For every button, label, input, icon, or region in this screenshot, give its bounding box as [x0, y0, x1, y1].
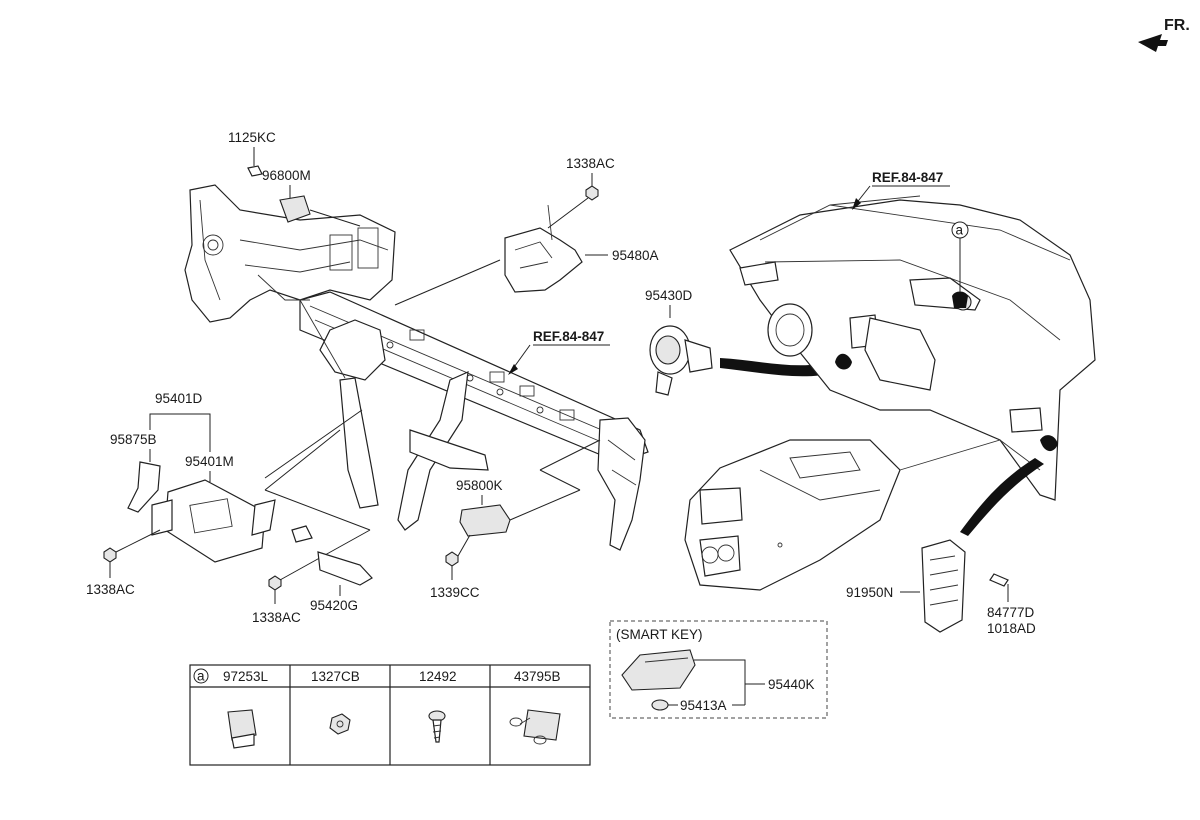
label-95430D: 95430D	[645, 288, 693, 303]
screw-icon	[989, 573, 1009, 587]
nut-icon	[585, 185, 599, 201]
front-label: FR.	[1164, 17, 1190, 34]
ref-label-center: REF.84-847	[533, 329, 604, 344]
screw-icon	[428, 710, 446, 743]
cap-icon	[227, 709, 257, 749]
clip-nut-icon	[329, 713, 351, 735]
legend-col-2: 1327CB	[311, 669, 360, 684]
cowl-cross-bar-assembly	[184, 184, 649, 551]
part-96800M[interactable]: 96800M	[262, 168, 361, 227]
smart-key-frame	[609, 620, 828, 719]
junction-box-icon	[921, 539, 966, 633]
part-1338AC-mid[interactable]: 1338AC	[252, 575, 301, 625]
legend-col-1: 97253L	[223, 669, 269, 684]
bracket-unit-icon	[504, 227, 583, 293]
bracket-icon	[127, 461, 161, 513]
part-95401M[interactable]: 95401M	[151, 454, 276, 563]
part-95800K[interactable]: 95800K	[456, 439, 601, 537]
label-95401M: 95401M	[185, 454, 234, 469]
part-1339CC[interactable]: 1339CC	[430, 534, 480, 600]
label-1018AD: 1018AD	[987, 621, 1036, 636]
smart-key-group[interactable]: (SMART KEY) 95440K 95413A	[609, 620, 828, 719]
part-95480A[interactable]: 95480A	[394, 204, 659, 306]
nut-icon	[103, 547, 117, 563]
legend-marker-a: a	[193, 668, 209, 684]
pad-icon	[509, 709, 561, 745]
label-95440K: 95440K	[768, 677, 815, 692]
control-module-icon	[164, 479, 266, 563]
module-icon	[459, 504, 511, 537]
part-95875B[interactable]: 95875B	[110, 432, 161, 513]
part-95420G[interactable]: 95420G	[291, 525, 373, 613]
part-95430D[interactable]: 95430D	[645, 288, 840, 396]
reference-center[interactable]: REF.84-847	[508, 329, 610, 375]
legend-marker-label: a	[197, 669, 205, 684]
front-direction-indicator: FR.	[1138, 17, 1190, 52]
front-arrow-icon	[1138, 34, 1168, 52]
label-1339CC: 1339CC	[430, 585, 480, 600]
label-1338AC-left: 1338AC	[86, 582, 135, 597]
part-91950N[interactable]: 91950N	[846, 539, 966, 633]
part-84777D[interactable]: 84777D 1018AD	[987, 573, 1036, 636]
label-1338AC-top: 1338AC	[566, 156, 615, 171]
smart-key-fob-icon	[621, 649, 696, 691]
sensor-icon	[317, 551, 373, 586]
label-96800M: 96800M	[262, 168, 311, 183]
part-1125KC[interactable]: 1125KC	[228, 130, 276, 177]
nut-icon	[268, 575, 282, 591]
legend-col-3: 12492	[419, 669, 457, 684]
ref-label-right: REF.84-847	[872, 170, 943, 185]
label-91950N: 91950N	[846, 585, 893, 600]
part-1338AC-top[interactable]: 1338AC	[547, 156, 615, 229]
part-95401D[interactable]: 95401D	[149, 391, 211, 452]
label-95401D: 95401D	[155, 391, 203, 406]
legend-col-4: 43795B	[514, 669, 561, 684]
label-95420G: 95420G	[310, 598, 358, 613]
label-95480A: 95480A	[612, 248, 659, 263]
label-95875B: 95875B	[110, 432, 157, 447]
label-95413A: 95413A	[680, 698, 727, 713]
circle-marker-label: a	[956, 223, 964, 238]
battery-icon	[651, 699, 669, 711]
label-1338AC-mid: 1338AC	[252, 610, 301, 625]
label-1125KC: 1125KC	[228, 130, 276, 145]
dashboard-illustration	[684, 195, 1096, 591]
label-84777D: 84777D	[987, 605, 1035, 620]
reference-right[interactable]: REF.84-847	[852, 170, 950, 210]
leader-arrow-shape	[720, 358, 840, 377]
legend-table: a 97253L 1327CB 12492 43795B	[189, 664, 591, 766]
label-95800K: 95800K	[456, 478, 503, 493]
smart-key-title: (SMART KEY)	[616, 627, 703, 642]
circle-marker-a[interactable]: a	[951, 221, 969, 292]
part-1338AC-left[interactable]: 1338AC	[86, 529, 161, 597]
switch-icon	[279, 195, 311, 223]
bolt-icon	[247, 165, 263, 177]
nut-icon	[445, 551, 459, 567]
